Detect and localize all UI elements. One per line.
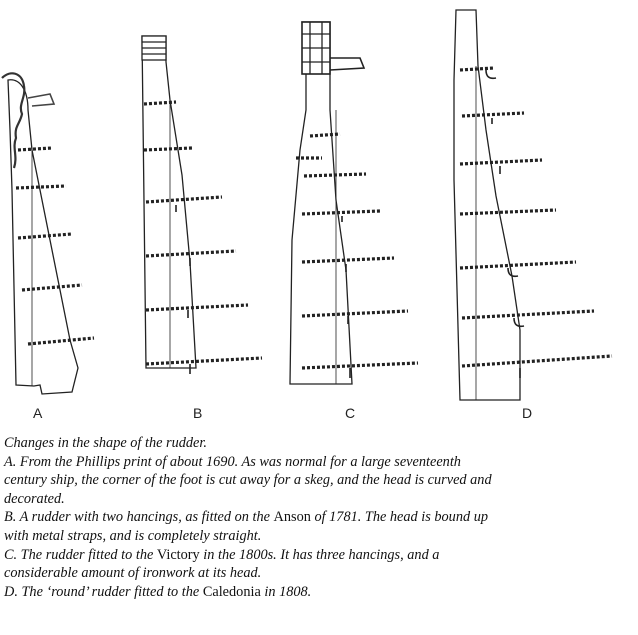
figure-caption: Changes in the shape of the rudder. A. F… xyxy=(4,434,632,601)
rudder-figure xyxy=(1,9,613,401)
label-c: C xyxy=(345,405,356,421)
rudder-c-tiller-stub xyxy=(329,57,366,71)
label-a: A xyxy=(33,405,43,421)
caption-a-line-3: decorated. xyxy=(4,490,65,507)
caption-b-line-1: B. A rudder with two hancings, as fitted… xyxy=(4,509,488,526)
rudder-d-outline xyxy=(453,9,521,401)
rudder-a-head-decoration xyxy=(1,72,26,169)
caption-c-line-2: considerable amount of ironwork at its h… xyxy=(4,565,262,582)
rudder-c-outline xyxy=(289,21,353,385)
caption-a-line-1: A. From the Phillips print of about 1690… xyxy=(4,453,461,470)
rudder-a-outline xyxy=(7,79,79,395)
caption-title: Changes in the shape of the rudder. xyxy=(4,435,207,451)
caption-a-line-2: century ship, the corner of the foot is … xyxy=(4,472,492,489)
label-d: D xyxy=(522,405,533,421)
rudder-a-tiller-stub xyxy=(27,93,56,107)
label-b: B xyxy=(193,405,203,421)
caption-b-line-2: with metal straps, and is completely str… xyxy=(4,527,262,544)
caption-c-line-1: C. The rudder fitted to the Victory in t… xyxy=(4,546,440,563)
caption-d-line-1: D. The ‘round’ rudder fitted to the Cale… xyxy=(4,583,312,600)
